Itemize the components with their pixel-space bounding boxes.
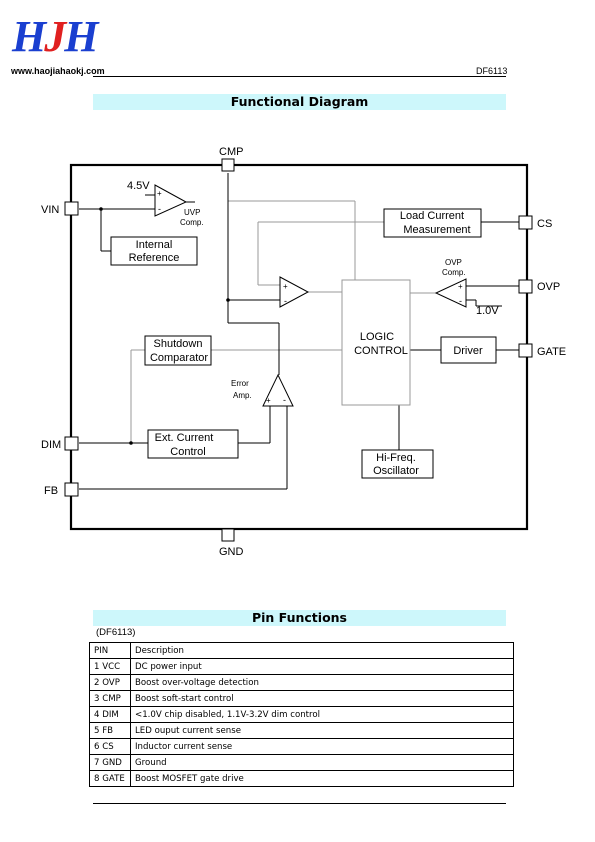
- logic-control-block: [341, 279, 411, 406]
- internal-reference-label: Reference: [129, 252, 180, 264]
- description-cell: Boost soft-start control: [130, 690, 514, 707]
- pin-cell: 1 VCC: [89, 658, 131, 675]
- error-amp-label: Amp.: [233, 391, 252, 400]
- table-row: 4 DIM <1.0V chip disabled, 1.1V-3.2V dim…: [89, 706, 514, 723]
- uvp-comparator: [154, 184, 188, 217]
- internal-reference-label: Internal: [136, 239, 173, 251]
- pin-cell: 6 CS: [89, 738, 131, 755]
- soft-start-amplifier: [279, 276, 310, 308]
- table-header-row: PIN Description: [89, 642, 514, 659]
- pin-cell: 4 DIM: [89, 706, 131, 723]
- table-header-cell: PIN: [89, 642, 131, 659]
- description-cell: Ground: [130, 754, 514, 771]
- uvp-reference-voltage: 4.5V: [127, 180, 150, 192]
- erramp-minus-label: -: [283, 395, 286, 405]
- description-cell: <1.0V chip disabled, 1.1V-3.2V dim contr…: [130, 706, 514, 723]
- pin-ovp: [518, 279, 533, 294]
- table-row: 3 CMP Boost soft-start control: [89, 690, 514, 707]
- ext-current-label: Control: [170, 446, 205, 458]
- table-row: 8 GATE Boost MOSFET gate drive: [89, 770, 514, 787]
- amp-minus-label: -: [284, 296, 287, 306]
- load-current-label: Measurement: [403, 224, 470, 236]
- description-cell: Boost MOSFET gate drive: [130, 770, 514, 787]
- description-cell: LED ouput current sense: [130, 722, 514, 739]
- description-cell: Inductor current sense: [130, 738, 514, 755]
- load-current-label: Load Current: [400, 210, 464, 222]
- header-rule: [93, 76, 506, 77]
- pin-cell: 2 OVP: [89, 674, 131, 691]
- pin-functions-table: PIN Description 1 VCC DC power input 2 O…: [89, 642, 514, 787]
- driver-block: [440, 336, 497, 364]
- uvp-comp-label: Comp.: [180, 218, 204, 227]
- pin-gnd: [221, 528, 235, 542]
- pin-cell: 5 FB: [89, 722, 131, 739]
- pin-functions-heading: Pin Functions: [93, 610, 506, 626]
- logic-control-label: CONTROL: [354, 345, 408, 357]
- document-id: DF6113: [476, 66, 508, 76]
- shutdown-label: Shutdown: [154, 338, 203, 350]
- functional-diagram-heading: Functional Diagram: [93, 94, 506, 110]
- pin-gate-label: GATE: [537, 346, 566, 358]
- uvp-plus-label: +: [157, 189, 162, 198]
- footer-rule: [93, 803, 506, 804]
- amp-plus-label: +: [283, 282, 288, 291]
- ext-current-block: [147, 429, 239, 459]
- oscillator-block: [361, 449, 434, 479]
- uvp-minus-label: -: [158, 204, 161, 214]
- description-cell: DC power input: [130, 658, 514, 675]
- oscillator-label: Hi-Freq.: [376, 452, 416, 464]
- ovp-reference-voltage: 1.0V: [476, 305, 499, 317]
- website-url: www.haojiahaokj.com: [11, 66, 105, 76]
- shutdown-comparator-block: [144, 335, 212, 366]
- pin-gnd-label: GND: [219, 546, 244, 558]
- ovp-minus-label: -: [459, 296, 462, 306]
- pin-cell: 8 GATE: [89, 770, 131, 787]
- pin-dim: [64, 436, 79, 451]
- table-row: 5 FB LED ouput current sense: [89, 722, 514, 739]
- pin-cell: 7 GND: [89, 754, 131, 771]
- ext-current-label: Ext. Current: [155, 432, 214, 444]
- table-row: 1 VCC DC power input: [89, 658, 514, 675]
- pin-gate: [518, 343, 533, 358]
- pin-fb-label: FB: [44, 485, 58, 497]
- ovp-comp-label: Comp.: [442, 268, 466, 277]
- logic-control-label: LOGIC: [360, 331, 394, 343]
- table-row: 6 CS Inductor current sense: [89, 738, 514, 755]
- ovp-comp-label: OVP: [445, 258, 462, 267]
- pin-vin: [64, 201, 79, 216]
- pin-cell: 3 CMP: [89, 690, 131, 707]
- ovp-plus-label: +: [458, 282, 463, 291]
- pin-vin-label: VIN: [41, 204, 59, 216]
- pin-cmp-label: CMP: [219, 146, 243, 158]
- driver-label: Driver: [453, 345, 483, 357]
- erramp-plus-label: +: [266, 396, 271, 405]
- error-amp-label: Error: [231, 379, 249, 388]
- pin-ovp-label: OVP: [537, 281, 560, 293]
- description-cell: Boost over-voltage detection: [130, 674, 514, 691]
- pin-dim-label: DIM: [41, 439, 61, 451]
- shutdown-label: Comparator: [150, 352, 208, 364]
- uvp-comp-label: UVP: [184, 208, 200, 217]
- company-logo: HJH: [12, 12, 98, 61]
- table-header-cell: Description: [130, 642, 514, 659]
- oscillator-label: Oscillator: [373, 465, 419, 477]
- pin-cs: [518, 215, 533, 230]
- ovp-comparator: [434, 278, 467, 308]
- error-amplifier: [262, 373, 294, 407]
- pin-fb: [64, 482, 79, 497]
- load-current-block: [383, 208, 482, 238]
- internal-reference-block: [110, 236, 198, 266]
- table-row: 7 GND Ground: [89, 754, 514, 771]
- pin-cs-label: CS: [537, 218, 552, 230]
- pin-cmp: [221, 158, 235, 172]
- pin-table-caption: (DF6113): [96, 627, 136, 638]
- functional-diagram: + - + - + - + - Internal Reference Load …: [41, 146, 566, 558]
- table-row: 2 OVP Boost over-voltage detection: [89, 674, 514, 691]
